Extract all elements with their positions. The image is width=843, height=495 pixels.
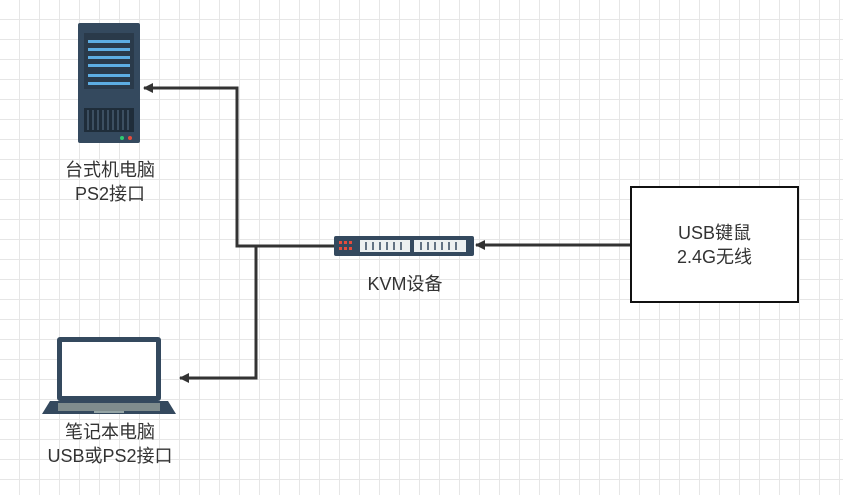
server-slots — [88, 40, 130, 85]
laptop-label: 笔记本电脑 USB或PS2接口 — [20, 420, 200, 468]
desktop-label-line-2: PS2接口 — [74, 184, 146, 204]
usb-device-box: USB键鼠 2.4G无线 — [630, 186, 799, 303]
server-vents — [84, 108, 134, 132]
laptop-touchpad — [94, 411, 124, 413]
laptop-label-line-1: 笔记本电脑 — [65, 422, 155, 442]
server-led-green — [120, 136, 124, 140]
network-switch-icon — [334, 236, 474, 256]
kvm-label-text: KVM设备 — [367, 274, 443, 294]
usb-label-line-1: USB键鼠 — [677, 222, 751, 243]
usb-label: USB键鼠 2.4G无线 — [677, 221, 752, 269]
kvm-leds — [339, 241, 352, 250]
kvm-ports — [360, 240, 466, 252]
usb-label-line-2: 2.4G无线 — [676, 246, 753, 267]
laptop-icon — [42, 337, 176, 414]
laptop-keys — [58, 403, 160, 411]
laptop-label-line-2: USB或PS2接口 — [47, 446, 173, 466]
laptop-screen — [62, 342, 156, 396]
server-tower-icon — [78, 23, 140, 143]
connectors — [143, 83, 630, 383]
server-led-pink — [128, 136, 132, 140]
desktop-label: 台式机电脑 PS2接口 — [40, 158, 180, 206]
edge-kvm-to-laptop — [179, 244, 334, 383]
desktop-label-line-1: 台式机电脑 — [65, 160, 155, 180]
kvm-label: KVM设备 — [335, 272, 475, 296]
